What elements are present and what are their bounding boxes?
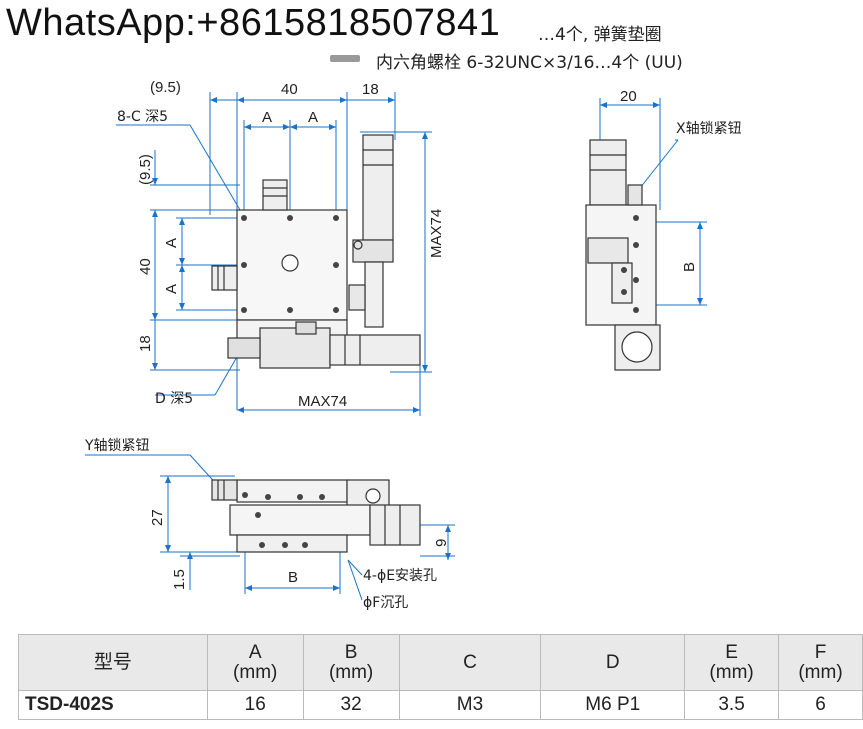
header-f: F(mm) xyxy=(778,634,863,691)
label-d-depth: D 深5 xyxy=(155,391,193,407)
table-row: TSD-402S 16 32 M3 M6 P1 3.5 6 xyxy=(18,690,863,720)
label-f-counterbore: ϕF沉孔 xyxy=(363,595,408,611)
dim-9-5-top: (9.5) xyxy=(150,79,181,96)
header-b: B(mm) xyxy=(302,634,400,691)
dim-40-left: 40 xyxy=(137,258,154,275)
dim-max74-bottom: MAX74 xyxy=(298,393,347,410)
cell-d: M6 P1 xyxy=(540,690,686,720)
side-view xyxy=(585,98,707,371)
spec-table: 型号 A(mm) B(mm) C D E(mm) F(mm) TSD-402S … xyxy=(18,634,863,720)
label-8c-depth: 8-C 深5 xyxy=(117,109,168,125)
cell-f: 6 xyxy=(778,690,863,720)
top-view xyxy=(116,92,432,416)
header-bar-mark xyxy=(330,55,360,62)
dim-1-5: 1.5 xyxy=(171,569,188,590)
dim-a-1: A xyxy=(262,109,272,126)
dim-a-2: A xyxy=(308,109,318,126)
table-header-row: 型号 A(mm) B(mm) C D E(mm) F(mm) xyxy=(18,634,863,691)
dim-a-left-2: A xyxy=(163,284,180,294)
label-x-lock: X轴锁紧钮 xyxy=(676,121,742,137)
dim-b-side: B xyxy=(681,262,698,272)
cell-a: 16 xyxy=(206,690,304,720)
dim-27: 27 xyxy=(149,509,166,526)
dim-18-top: 18 xyxy=(362,81,379,98)
header-model: 型号 xyxy=(18,634,208,691)
cell-b: 32 xyxy=(302,690,400,720)
header-c: C xyxy=(398,634,542,691)
cell-e: 3.5 xyxy=(684,690,780,720)
label-e-holes: 4-ϕE安装孔 xyxy=(363,568,437,584)
dim-20: 20 xyxy=(620,88,637,105)
header-a: A(mm) xyxy=(206,634,304,691)
header-note-1: …4个, 弹簧垫圈 xyxy=(538,25,662,45)
dim-9-5-left: (9.5) xyxy=(137,154,154,185)
header-d: D xyxy=(540,634,686,691)
label-y-lock: Y轴锁紧钮 xyxy=(84,438,150,454)
dim-40-top: 40 xyxy=(281,81,298,98)
dim-b-front: B xyxy=(288,569,298,586)
dim-9: 9 xyxy=(433,539,450,547)
dim-18-left: 18 xyxy=(137,335,154,352)
watermark: WhatsApp:+8615818507841 xyxy=(6,2,501,44)
cell-c: M3 xyxy=(398,690,542,720)
header-note-2: 内六角螺栓 6-32UNC×3/16…4个 (UU) xyxy=(376,53,683,73)
header-e: E(mm) xyxy=(684,634,780,691)
cell-model: TSD-402S xyxy=(18,690,208,720)
front-view xyxy=(85,454,455,601)
technical-drawing: (9.5) 40 18 A A 8-C 深5 (9.5) A A 40 18 M… xyxy=(84,79,742,611)
dim-a-left-1: A xyxy=(163,238,180,248)
dim-max74-right: MAX74 xyxy=(428,209,445,258)
